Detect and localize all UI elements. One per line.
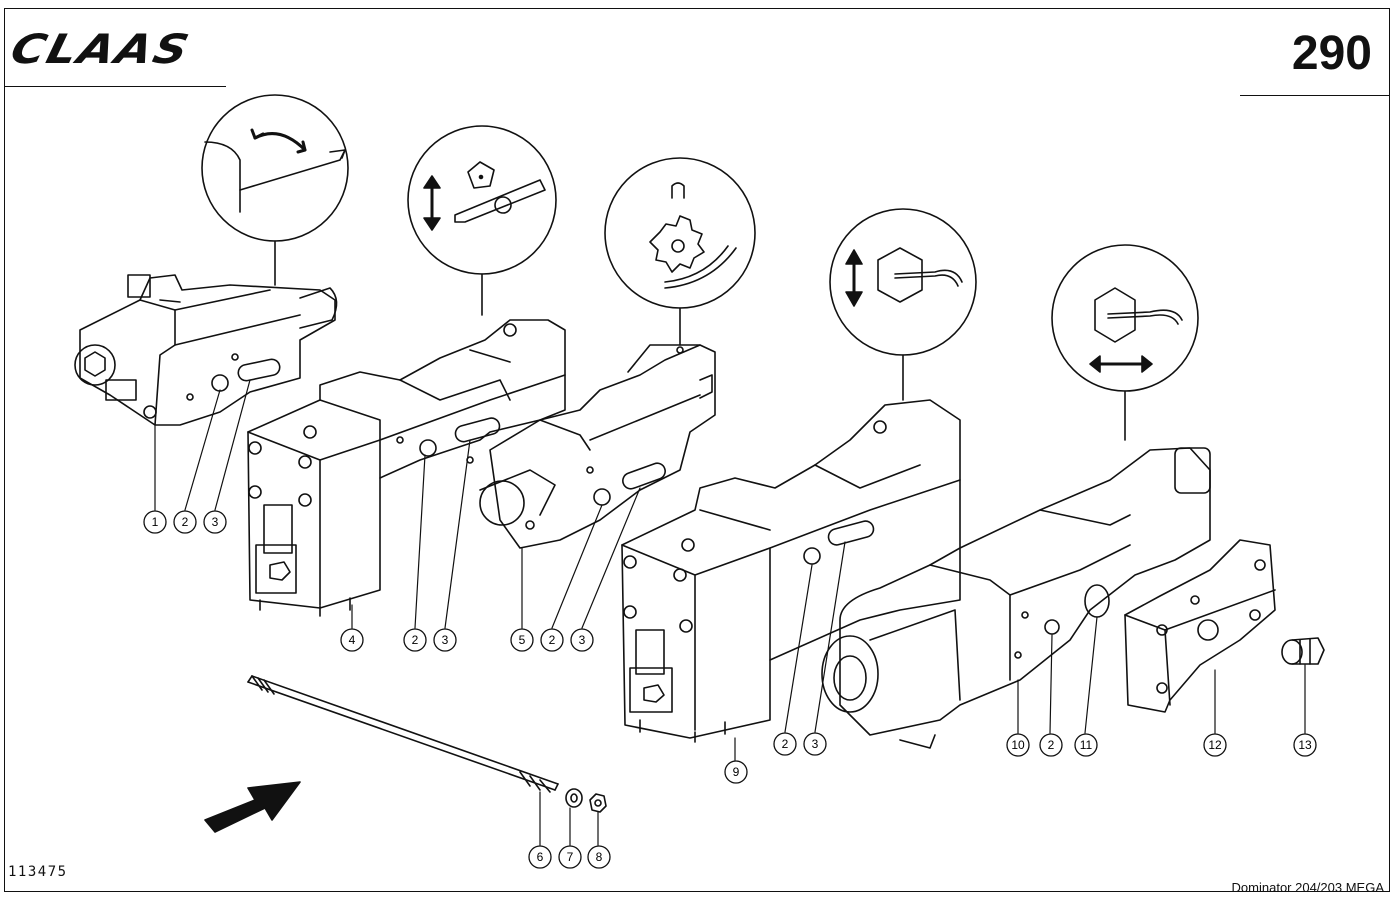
document-number: 113475 xyxy=(8,864,68,880)
svg-text:10: 10 xyxy=(1011,738,1025,752)
model-label: Dominator 204/203 MEGA xyxy=(1231,880,1384,895)
callout-2d: 2 xyxy=(773,732,797,756)
reel-speed-icon xyxy=(604,157,756,346)
svg-text:5: 5 xyxy=(519,633,526,647)
callout-3b: 3 xyxy=(433,628,457,652)
svg-text:13: 13 xyxy=(1298,738,1312,752)
callout-2b: 2 xyxy=(403,628,427,652)
callout-2e: 2 xyxy=(1039,733,1063,757)
svg-text:2: 2 xyxy=(782,737,789,751)
svg-text:6: 6 xyxy=(537,850,544,864)
callout-9: 9 xyxy=(724,760,748,784)
callout-10: 10 xyxy=(1006,733,1030,757)
header-rule-right xyxy=(1240,95,1390,96)
svg-text:3: 3 xyxy=(579,633,586,647)
solenoid-section-part-10 xyxy=(821,447,1211,749)
valve-section-part-4 xyxy=(247,319,566,617)
svg-text:3: 3 xyxy=(212,515,219,529)
svg-text:2: 2 xyxy=(182,515,189,529)
callout-3a: 3 xyxy=(203,510,227,534)
svg-text:7: 7 xyxy=(567,850,574,864)
svg-text:2: 2 xyxy=(549,633,556,647)
reel-height-icon xyxy=(829,208,977,401)
svg-text:11: 11 xyxy=(1080,738,1093,752)
washer-part-7 xyxy=(565,788,583,808)
svg-text:8: 8 xyxy=(596,850,603,864)
callout-group: 1 2 3 4 2 3 5 2 3 6 7 8 9 2 3 10 2 11 12… xyxy=(143,510,1317,869)
svg-text:1: 1 xyxy=(152,515,159,529)
callout-8: 8 xyxy=(587,845,611,869)
cover-plate-part-12 xyxy=(1124,539,1276,713)
callout-2c: 2 xyxy=(540,628,564,652)
callout-11: 11 xyxy=(1074,733,1098,757)
callout-13: 13 xyxy=(1293,733,1317,757)
assembly-direction-arrow-icon xyxy=(204,781,301,833)
inlet-section-part xyxy=(74,274,338,426)
svg-text:3: 3 xyxy=(442,633,449,647)
reel-tilt-icon xyxy=(201,94,349,286)
header-rule-left xyxy=(4,86,226,87)
fitting-part-13 xyxy=(1281,637,1325,665)
callout-5: 5 xyxy=(510,628,534,652)
svg-text:12: 12 xyxy=(1208,738,1222,752)
callout-3d: 3 xyxy=(803,732,827,756)
svg-text:4: 4 xyxy=(349,633,356,647)
leader-lines xyxy=(154,379,1306,846)
svg-text:2: 2 xyxy=(412,633,419,647)
reel-fore-aft-icon xyxy=(1051,244,1199,441)
valve-section-part-9 xyxy=(621,399,961,743)
nut-part-8 xyxy=(589,793,607,813)
cutter-lift-icon xyxy=(407,125,557,316)
callout-12: 12 xyxy=(1203,733,1227,757)
tie-rod-part-6 xyxy=(247,675,559,793)
callout-7: 7 xyxy=(558,845,582,869)
callout-1: 1 xyxy=(143,510,167,534)
callout-4: 4 xyxy=(340,628,364,652)
callout-6: 6 xyxy=(528,845,552,869)
callout-2a: 2 xyxy=(173,510,197,534)
svg-text:2: 2 xyxy=(1048,738,1055,752)
callout-3c: 3 xyxy=(570,628,594,652)
svg-text:3: 3 xyxy=(812,737,819,751)
page-number: 290 xyxy=(1291,27,1372,80)
drawing-frame xyxy=(4,8,1390,892)
svg-text:9: 9 xyxy=(733,765,740,779)
